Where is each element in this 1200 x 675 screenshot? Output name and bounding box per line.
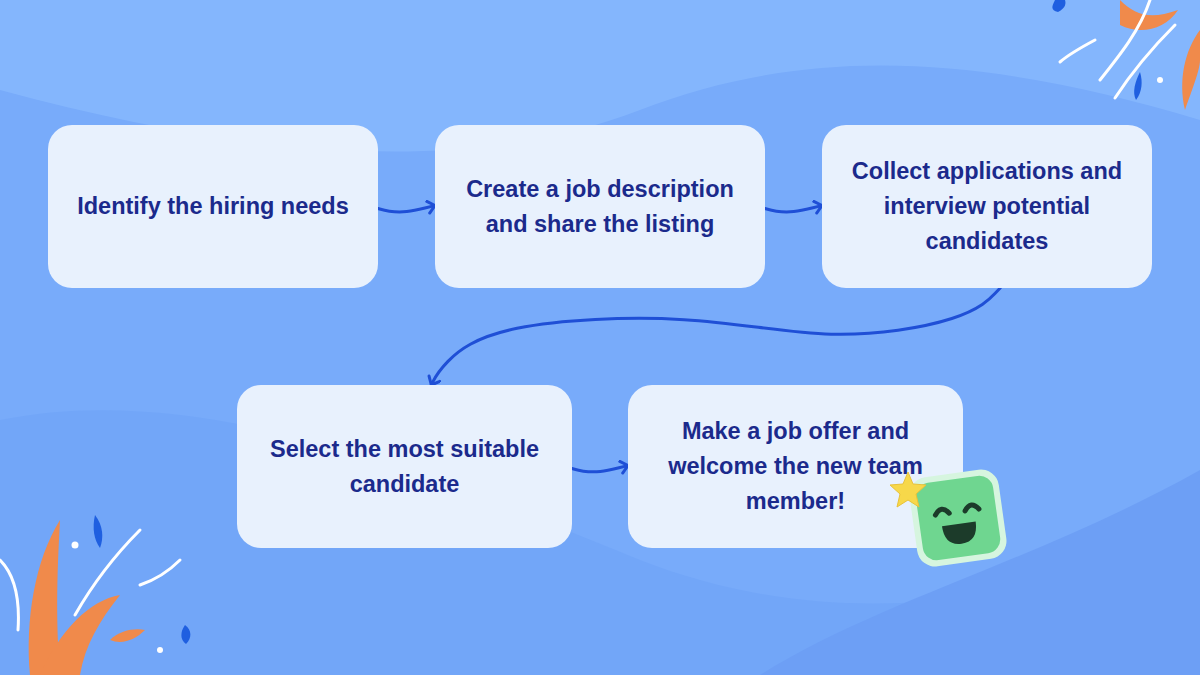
box-text: Identify the hiring needs	[77, 189, 349, 224]
splash-line	[1100, 0, 1150, 80]
splash	[29, 520, 60, 675]
splash-line	[140, 560, 180, 585]
sticker-eye	[935, 508, 950, 515]
flow-arrow	[765, 206, 822, 212]
smiley-sticker	[907, 467, 1009, 569]
process-box: Make a job offer and welcome the new tea…	[628, 385, 963, 548]
flow-arrow	[431, 288, 1000, 385]
background-wave	[0, 410, 1200, 675]
sticker-eye	[964, 504, 979, 511]
sticker-face	[914, 474, 1002, 562]
process-box: Identify the hiring needs	[48, 125, 378, 288]
splash	[1182, 30, 1200, 110]
splash	[94, 515, 103, 548]
splash-dot	[72, 542, 79, 549]
splash	[1134, 72, 1141, 100]
splash-line	[75, 530, 140, 615]
box-text: Create a job description and share the l…	[457, 172, 743, 242]
flow-arrow	[572, 466, 628, 472]
sticker-border	[907, 467, 1009, 569]
splash-line	[1060, 40, 1095, 62]
box-text: Select the most suitable candidate	[259, 432, 550, 502]
star-icon	[890, 472, 926, 507]
splash-dot	[1157, 77, 1163, 83]
process-box: Select the most suitable candidate	[237, 385, 572, 548]
splash-dot	[157, 647, 163, 653]
splash	[110, 629, 145, 642]
splash-line	[0, 560, 18, 630]
box-text: Collect applications and interview poten…	[844, 154, 1130, 259]
flow-arrow	[378, 206, 435, 212]
splash-line	[1115, 25, 1175, 98]
splash	[181, 625, 190, 644]
box-text: Make a job offer and welcome the new tea…	[650, 414, 941, 519]
splash	[1052, 0, 1065, 12]
process-box: Create a job description and share the l…	[435, 125, 765, 288]
process-box: Collect applications and interview poten…	[822, 125, 1152, 288]
splash	[1120, 0, 1178, 30]
splash	[40, 595, 120, 675]
sticker-mouth	[942, 522, 978, 547]
